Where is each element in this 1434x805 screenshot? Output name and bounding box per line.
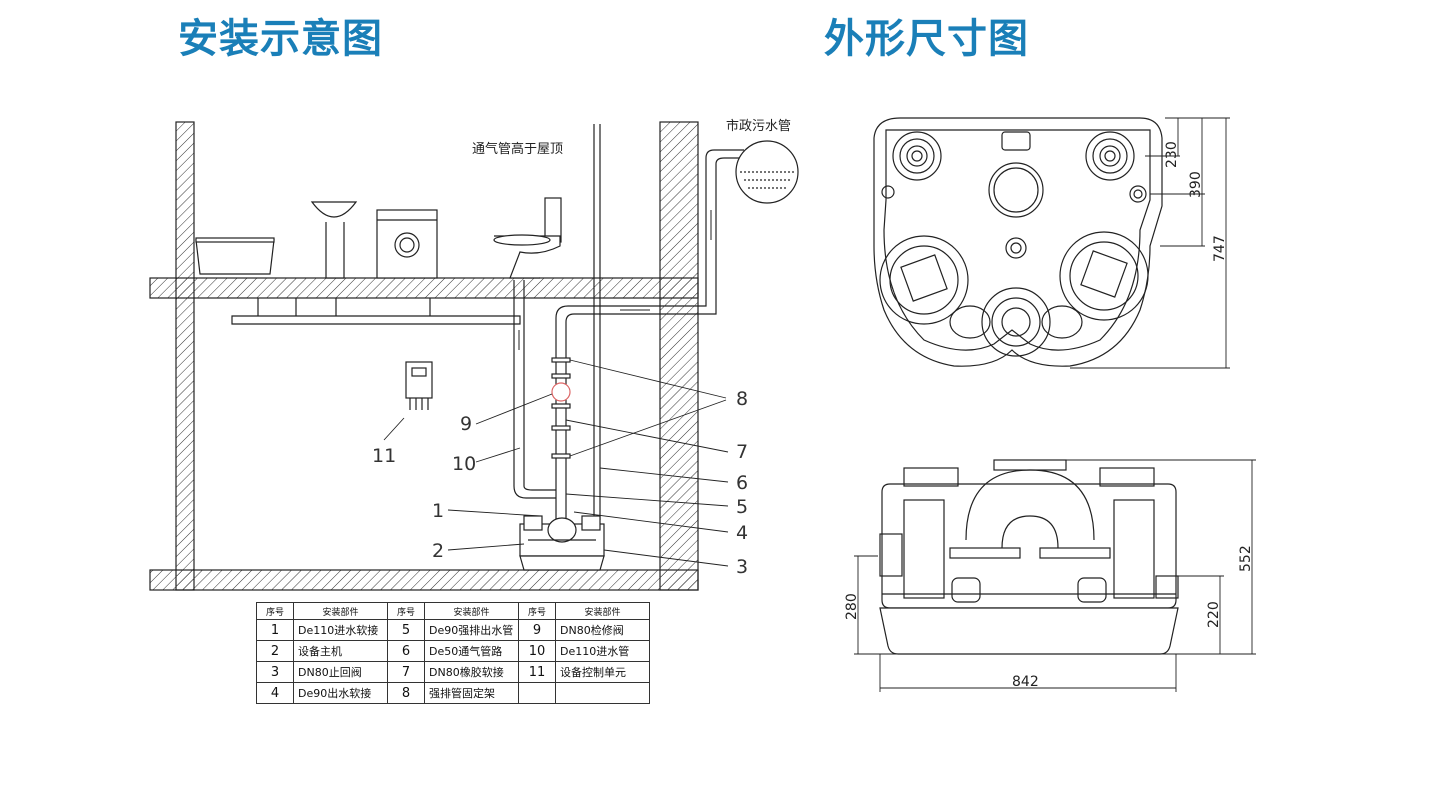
callout-9: 9 [460, 413, 472, 435]
dim-390: 390 [1188, 171, 1204, 198]
dim-842: 842 [1012, 674, 1039, 690]
collection-pipe [231, 315, 521, 325]
upper-floor-slab [149, 277, 699, 299]
install-diagram [149, 121, 799, 591]
municipal-sewer [735, 140, 799, 204]
install-diagram-title: 安装示意图 [178, 16, 383, 62]
washbasin [310, 201, 358, 279]
toilet [493, 197, 562, 279]
table-row: 4 De90出水软接 8 强排管固定架 [256, 682, 650, 704]
col-header-part-1: 安装部件 [293, 602, 388, 620]
basement-floor [149, 569, 699, 591]
right-wall [659, 121, 699, 591]
table-cell [555, 682, 650, 704]
callout-4: 4 [736, 522, 748, 544]
callout-1: 1 [432, 500, 444, 522]
table-cell: DN80止回阀 [293, 661, 388, 683]
callout-11: 11 [372, 445, 396, 467]
table-cell: De110进水软接 [293, 619, 388, 641]
callout-6: 6 [736, 472, 748, 494]
col-header-no-1: 序号 [256, 602, 294, 620]
front-view-dimensions [854, 459, 1256, 692]
table-row: 2 设备主机 6 De50通气管路 10 De110进水管 [256, 640, 650, 662]
col-header-no-2: 序号 [387, 602, 425, 620]
bathtub [195, 237, 275, 275]
callout-5: 5 [736, 496, 748, 518]
dim-280: 280 [844, 593, 860, 620]
dimension-diagram-title: 外形尺寸图 [824, 16, 1029, 62]
dim-747: 747 [1212, 235, 1228, 262]
top-view-dimensions [1070, 117, 1230, 369]
callout-10: 10 [452, 453, 476, 475]
table-cell: De90出水软接 [293, 682, 388, 704]
dim-552: 552 [1238, 545, 1254, 572]
col-header-part-2: 安装部件 [424, 602, 519, 620]
vent-above-roof-label: 通气管高于屋顶 [472, 141, 563, 157]
callout-8: 8 [736, 388, 748, 410]
table-cell: 设备控制单元 [555, 661, 650, 683]
vent-pipe [593, 124, 601, 520]
dim-230: 230 [1164, 141, 1180, 168]
table-row: 1 De110进水软接 5 De90强排出水管 9 DN80检修阀 [256, 619, 650, 641]
top-view-outline [873, 117, 1163, 367]
callout-3: 3 [736, 556, 748, 578]
table-cell: De90强排出水管 [424, 619, 519, 641]
table-row: 3 DN80止回阀 7 DN80橡胶软接 11 设备控制单元 [256, 661, 650, 683]
table-cell: 3 [256, 661, 294, 683]
table-cell: De110进水管 [555, 640, 650, 662]
table-cell [518, 682, 556, 704]
table-cell: 强排管固定架 [424, 682, 519, 704]
discharge-pipe [555, 149, 744, 520]
municipal-sewer-label: 市政污水管 [726, 118, 791, 134]
table-cell: 11 [518, 661, 556, 683]
front-view-outline [881, 483, 1177, 609]
callout-2: 2 [432, 540, 444, 562]
parts-table: 序号 安装部件 序号 安装部件 序号 安装部件 1 De110进水软接 5 De… [256, 602, 650, 704]
inlet-pipe [513, 280, 556, 499]
top-view-drawing [873, 117, 1163, 367]
col-header-part-3: 安装部件 [555, 602, 650, 620]
table-cell: 5 [387, 619, 425, 641]
table-cell: De50通气管路 [424, 640, 519, 662]
table-cell: 10 [518, 640, 556, 662]
dim-220: 220 [1206, 601, 1222, 628]
table-cell: 9 [518, 619, 556, 641]
gate-valve [551, 382, 571, 402]
table-cell: 2 [256, 640, 294, 662]
washing-machine [376, 209, 438, 279]
pump-unit [519, 515, 605, 571]
table-cell: 8 [387, 682, 425, 704]
front-view-drawing [879, 459, 1179, 655]
table-cell: 4 [256, 682, 294, 704]
col-header-no-3: 序号 [518, 602, 556, 620]
table-cell: 设备主机 [293, 640, 388, 662]
callout-leaders [383, 359, 729, 567]
parts-table-header: 序号 安装部件 序号 安装部件 序号 安装部件 [256, 602, 650, 620]
table-cell: 6 [387, 640, 425, 662]
left-wall [175, 121, 195, 591]
callout-7: 7 [736, 441, 748, 463]
table-cell: DN80橡胶软接 [424, 661, 519, 683]
control-unit [405, 361, 433, 410]
table-cell: 1 [256, 619, 294, 641]
table-cell: DN80检修阀 [555, 619, 650, 641]
table-cell: 7 [387, 661, 425, 683]
